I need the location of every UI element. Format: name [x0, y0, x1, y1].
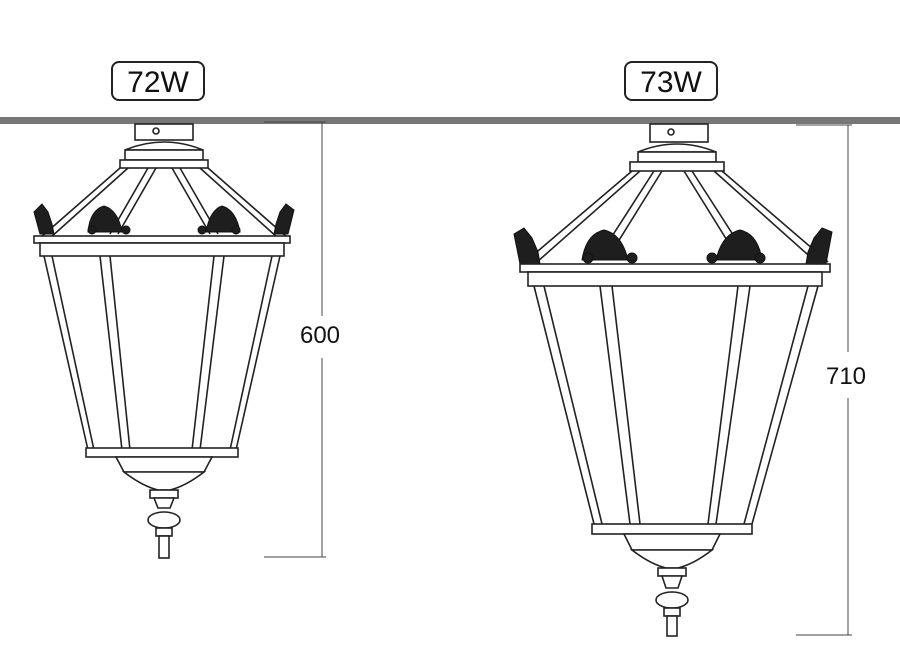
ceiling-bar: [0, 117, 900, 124]
model-label-73w: 73W: [624, 61, 718, 101]
height-dimension-73w: 710: [826, 363, 866, 390]
model-label-72w: 72W: [111, 61, 205, 101]
height-dimension-72w: 600: [300, 322, 340, 349]
lantern-72w: 72W: [33, 61, 340, 559]
model-label-72w-text: 72W: [127, 66, 189, 99]
model-label-73w-text: 73W: [640, 66, 702, 99]
lantern-73w: 73W: [513, 61, 866, 637]
